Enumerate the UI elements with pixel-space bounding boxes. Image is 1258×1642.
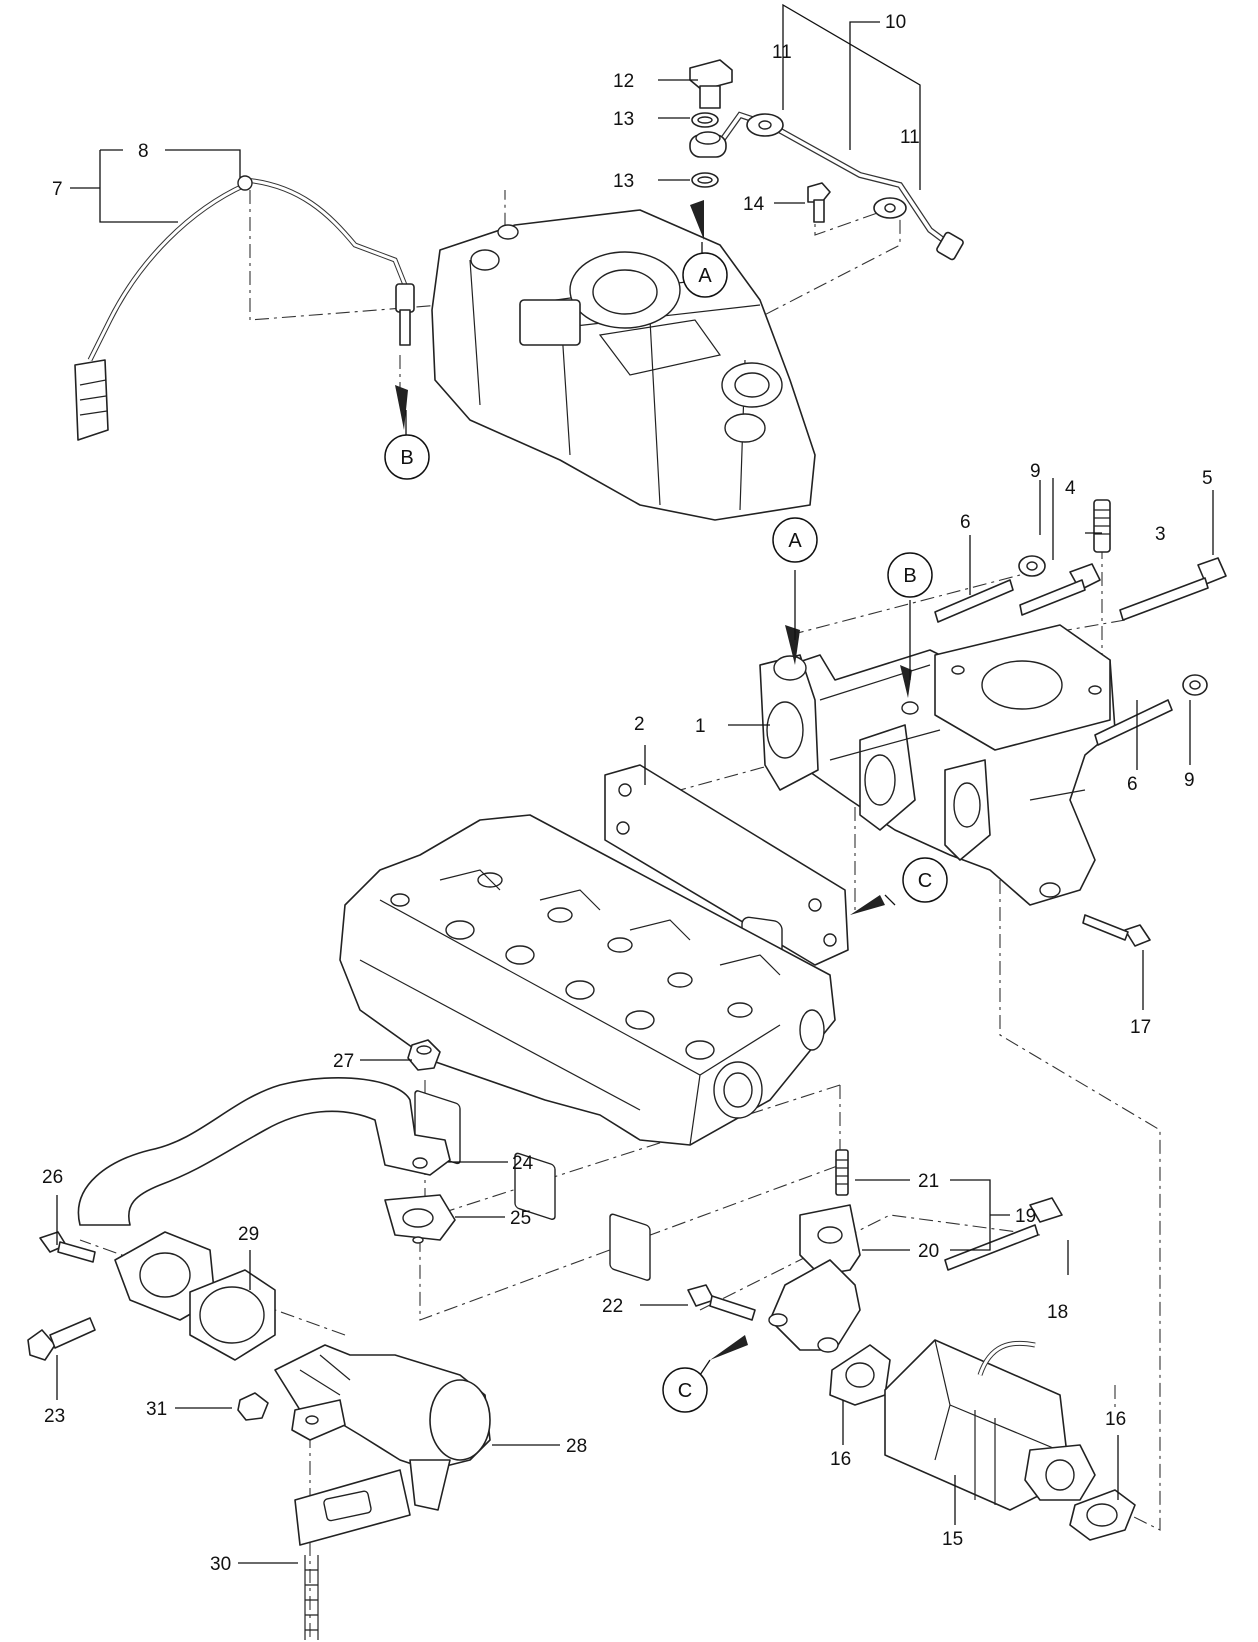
- temperature-sensor-harness: [74, 175, 415, 441]
- callout-labels: 1 2 3 4 5 6 6 7 8 9 9 10 11 11 12 13 13 …: [42, 12, 1213, 1575]
- callout-26: 26: [42, 1167, 63, 1188]
- callout-29: 29: [238, 1224, 259, 1245]
- svg-text:B: B: [903, 565, 916, 587]
- callout-27: 27: [333, 1051, 354, 1072]
- svg-text:A: A: [788, 530, 802, 552]
- callout-4: 4: [1065, 478, 1076, 499]
- cylinder-head: [339, 814, 836, 1281]
- callout-15: 15: [942, 1529, 963, 1550]
- valve-cover: [431, 209, 816, 521]
- ref-a-lower: A: [772, 517, 818, 563]
- callout-31: 31: [146, 1399, 167, 1420]
- ref-a-upper: A: [682, 252, 728, 298]
- svg-text:A: A: [698, 265, 712, 287]
- egr-cooler-assembly: [687, 1149, 1136, 1541]
- egr-valve: [237, 1344, 491, 1640]
- callout-12: 12: [613, 71, 634, 92]
- callout-30: 30: [210, 1554, 231, 1575]
- callout-16-right: 16: [1105, 1409, 1126, 1430]
- ref-c-lower: C: [662, 1367, 708, 1413]
- callout-3: 3: [1155, 524, 1166, 545]
- reference-markers: A B A B C C: [384, 252, 948, 1413]
- callout-9-lower: 9: [1184, 770, 1195, 791]
- callout-11-left: 11: [772, 42, 792, 63]
- callout-7: 7: [52, 179, 63, 200]
- callout-23: 23: [44, 1406, 65, 1427]
- callout-16-left: 16: [830, 1449, 851, 1470]
- callout-25: 25: [510, 1208, 531, 1229]
- callout-22: 22: [602, 1296, 623, 1317]
- callout-6-lower: 6: [1127, 774, 1138, 795]
- egr-tube: [77, 1039, 456, 1244]
- callout-28: 28: [566, 1436, 587, 1457]
- callout-24: 24: [512, 1153, 534, 1174]
- svg-text:C: C: [918, 870, 932, 892]
- svg-text:C: C: [678, 1380, 692, 1402]
- callout-5: 5: [1202, 468, 1213, 489]
- ref-b-upper: B: [384, 434, 430, 480]
- manifold-fasteners: [934, 499, 1227, 947]
- callout-2: 2: [634, 714, 645, 735]
- callout-14: 14: [743, 194, 765, 215]
- callout-10: 10: [885, 12, 906, 33]
- callout-6-upper: 6: [960, 512, 971, 533]
- callout-9-upper: 9: [1030, 461, 1041, 482]
- callout-13-lower: 13: [613, 171, 634, 192]
- callout-18: 18: [1047, 1302, 1068, 1323]
- callout-1: 1: [695, 716, 706, 737]
- callout-13-upper: 13: [613, 109, 634, 130]
- callout-8: 8: [138, 141, 149, 162]
- ref-c-upper: C: [902, 857, 948, 903]
- callout-19: 19: [1015, 1206, 1036, 1227]
- reference-arrows: [395, 200, 912, 1360]
- ref-b-lower: B: [887, 552, 933, 598]
- svg-text:B: B: [400, 447, 413, 469]
- egr-connector-and-sensor: [27, 1231, 276, 1361]
- egr-feed-pipe: [689, 59, 964, 261]
- exhaust-manifold: [759, 624, 1116, 906]
- callout-11-right: 11: [900, 127, 920, 148]
- callout-21: 21: [918, 1171, 939, 1192]
- callout-17: 17: [1130, 1017, 1151, 1038]
- callout-20: 20: [918, 1241, 939, 1262]
